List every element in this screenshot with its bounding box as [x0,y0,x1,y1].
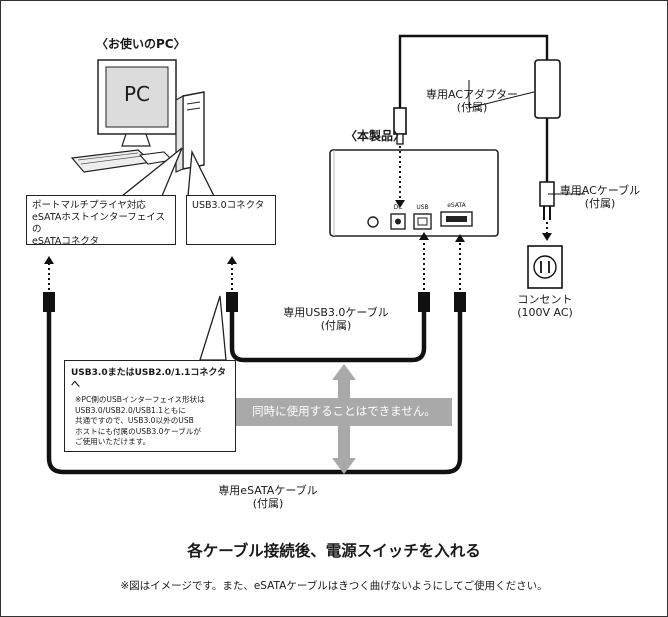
esata-cable [43,234,466,475]
ac-adapter-label: 専用ACアダプター (付属) [425,88,518,114]
footnote: ※図はイメージです。また、eSATAケーブルはきつく曲げないようにしてご使用くだ… [120,580,548,592]
ac-cable-label: 専用ACケーブル (付属) [559,184,641,210]
instruction-heading: 各ケーブル接続後、電源スイッチを入れる [187,542,481,560]
pc-monitor [97,59,177,147]
esata-port-label: eSATA [447,202,466,209]
product-caption: 〈本製品〉 [345,129,406,143]
usb-port-label: USB [416,204,429,211]
exclusive-use-arrow [236,364,452,474]
usb-compat-note-body: ※PC側のUSBインターフェイス形状は USB3.0/USB2.0/USB1.1… [75,395,205,446]
esata-connector-callout: ポートマルチプライヤ対応 eSATAホストインターフェイスの eSATAコネクタ [26,195,176,247]
usb-connector-callout: USB3.0コネクタ [186,195,276,245]
usb-cable [226,232,430,363]
esata-cable-label: 専用eSATAケーブル (付属) [218,484,318,510]
product-device [329,149,499,237]
outlet [527,245,563,289]
pc-caption: 〈お使いのPC〉 [96,37,186,51]
pc-keyboard [70,149,174,173]
usb-cable-label: 専用USB3.0ケーブル (付属) [283,306,389,332]
usb-compat-note: USB3.0またはUSB2.0/1.1コネクタへ ※PC側のUSBインターフェイ… [64,360,236,452]
pc-tower [175,91,205,173]
usb-compat-note-title: USB3.0またはUSB2.0/1.1コネクタへ [71,368,227,390]
simultaneous-use-warning: 同時に使用することはできません。 [252,404,436,418]
outlet-label: コンセント (100V AC) [517,293,573,319]
pc-screen-label: PC [123,82,151,106]
dc-port-label: DC [393,204,403,211]
